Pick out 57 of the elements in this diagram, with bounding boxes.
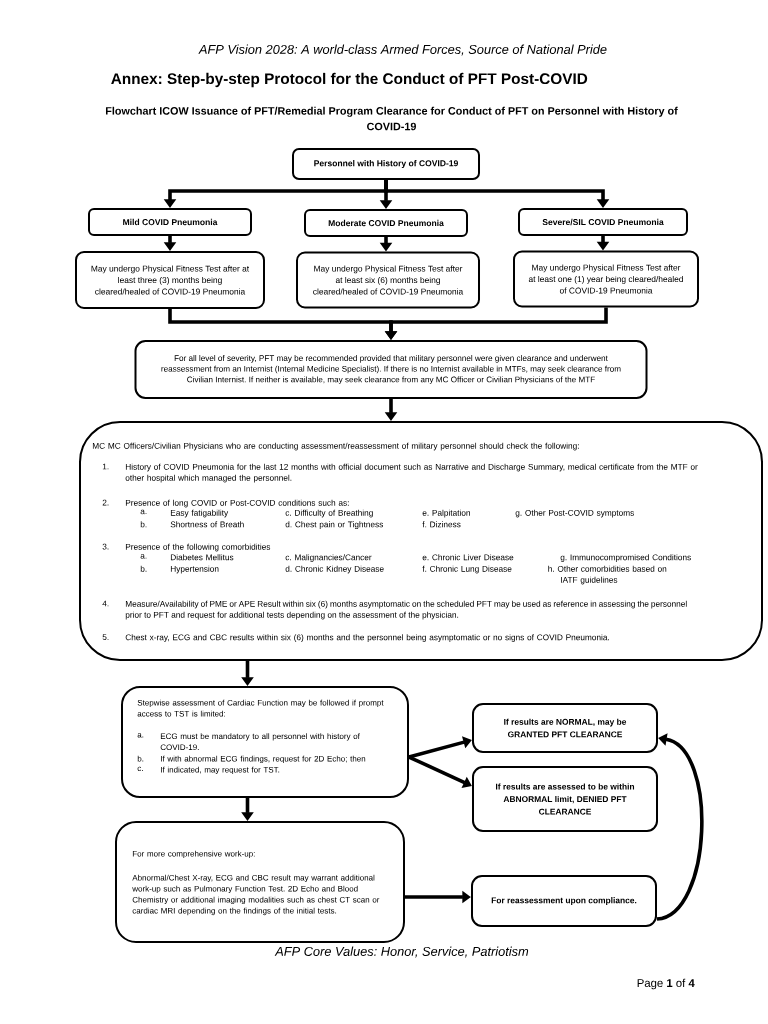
list-item: d. Chronic Kidney Disease [285, 565, 384, 574]
list-item: ECG must be mandatory to all personnel with history of COVID-19. [160, 733, 360, 751]
flowchart-title: Flowchart ICOW Issuance of PFT/Remedial Program Clearance for Conduct of PFT on Personnel with History of COVID-19 [106, 106, 678, 131]
category-box: Moderate COVID Pneumonia [304, 209, 468, 237]
outcome-box: For reassessment upon compliance. [471, 875, 657, 927]
arrow [408, 736, 472, 759]
list-item: e. Chronic Liver Disease [422, 554, 514, 561]
list-item: e. Palpitation [422, 509, 470, 518]
list-number: 2. [102, 499, 109, 506]
list-item: If indicated, may request for TST. [161, 766, 280, 775]
list-item: g. Other Post-COVID symptoms [515, 509, 634, 518]
outcome-box: If results are assessed to be within ABNORMAL limit, DENIED PFT CLEARANCE [472, 766, 658, 832]
list-marker: c. [137, 766, 143, 772]
list-number: 3. [102, 543, 109, 550]
list-item: Measure/Availability of PME or APE Result within six (6) months asymptomatic on the scheduled PFT may be used as reference in assessing the personnel prior to PFT and request for additional tests depending on the assessment of the physician. [125, 600, 687, 620]
category-box: Severe/SIL COVID Pneumonia [518, 208, 688, 236]
list-item: g. Immunocompromised Conditions [560, 554, 691, 562]
list-item: Easy fatigability [170, 509, 229, 518]
intro-text: MC MC Officers/Civilian Physicians who are conducting assessment/reassessment of military personnel should check the following: [92, 442, 579, 451]
process-box: May undergo Physical Fitness Test after at least three (3) months being cleared/healed of COVID-19 Pneumonia [75, 251, 265, 309]
list-item: If with abnormal ECG findings, request for 2D Echo; then [161, 755, 366, 764]
list-item: Shortness of Breath [170, 521, 244, 528]
list-marker: b. [140, 565, 147, 572]
list-item: Diabetes Mellitus [170, 554, 234, 561]
list-item: Presence of the following comorbidities [125, 543, 271, 552]
heading-text: Annex: Step-by-step Protocol for the Conduct of PFT Post-COVID [111, 72, 588, 88]
list-item: f. Chronic Lung Disease [422, 565, 512, 574]
list-item: Presence of long COVID or Post-COVID conditions such as: [125, 499, 349, 508]
list-marker: a. [140, 554, 147, 559]
process-box: May undergo Physical Fitness Test after at least one (1) year being cleared/healed of COVID-19 Pneumonia [513, 250, 699, 308]
list-number: 5. [102, 634, 109, 640]
list-marker: a. [140, 509, 147, 515]
process-box: May undergo Physical Fitness Test after at least six (6) months being cleared/healed of COVID-19 Pneumonia [296, 251, 480, 309]
list-item: f. Diziness [422, 521, 461, 528]
arrow [384, 180, 610, 208]
list-number: 4. [102, 600, 109, 607]
list-item: h. Other comorbidities based on IATF guidelines [548, 565, 667, 585]
footer-text: AFP Core Values: Honor, Service, Patriotism [274, 946, 529, 958]
body-text: Abnormal/Chest X-ray, ECG and CBC result may warrant additional work-up such as Pulmonary Function Test. 2D Echo and Blood Chemistry or additional imaging modalities such as chest CT scan or cardiac MRI depending on the findings of the initial tests. [132, 874, 380, 916]
list-marker: b. [137, 755, 144, 762]
list-marker: b. [140, 521, 147, 528]
process-box: Personnel with History of COVID-19 [292, 148, 480, 180]
list-number: 1. [102, 463, 109, 470]
page-number: Page 1 of 4 [637, 978, 695, 990]
intro-text: For more comprehensive work-up: [132, 850, 255, 859]
category-box: Mild COVID Pneumonia [88, 208, 252, 236]
intro-text: Stepwise assessment of Cardiac Function may be followed if prompt access to TST is limited: [137, 699, 384, 717]
list-marker: a. [137, 733, 144, 738]
list-item: History of COVID Pneumonia for the last 12 months with official document such as Narrative and Discharge Summary, medical certificate from the MTF or other hospital which managed the personnel. [125, 463, 698, 483]
note-box: For all level of severity, PFT may be recommended provided that military personnel were given clearance and underwent reassessment from an Internist (Internal Medicine Specialist). If there is no Internist available in MTFs, may seek clearance from Civilian Internist. If neither is available, may seek clearance from any MC Officer or Civilian Physicians of the MTF [134, 340, 648, 399]
list-item: c. Malignancies/Cancer [285, 554, 372, 562]
header-text: AFP Vision 2028: A world-class Armed Forces, Source of National Pride [198, 44, 607, 56]
list-item: c. Difficulty of Breathing [285, 509, 373, 518]
list-item: Hypertension [170, 565, 219, 574]
list-item: d. Chest pain or Tightness [285, 521, 383, 529]
outcome-box: If results are NORMAL, may be GRANTED PFT CLEARANCE [472, 703, 658, 753]
list-item: Chest x-ray, ECG and CBC results within six (6) months and the personnel being asymptomatic or no signs of COVID Pneumonia. [125, 634, 609, 642]
